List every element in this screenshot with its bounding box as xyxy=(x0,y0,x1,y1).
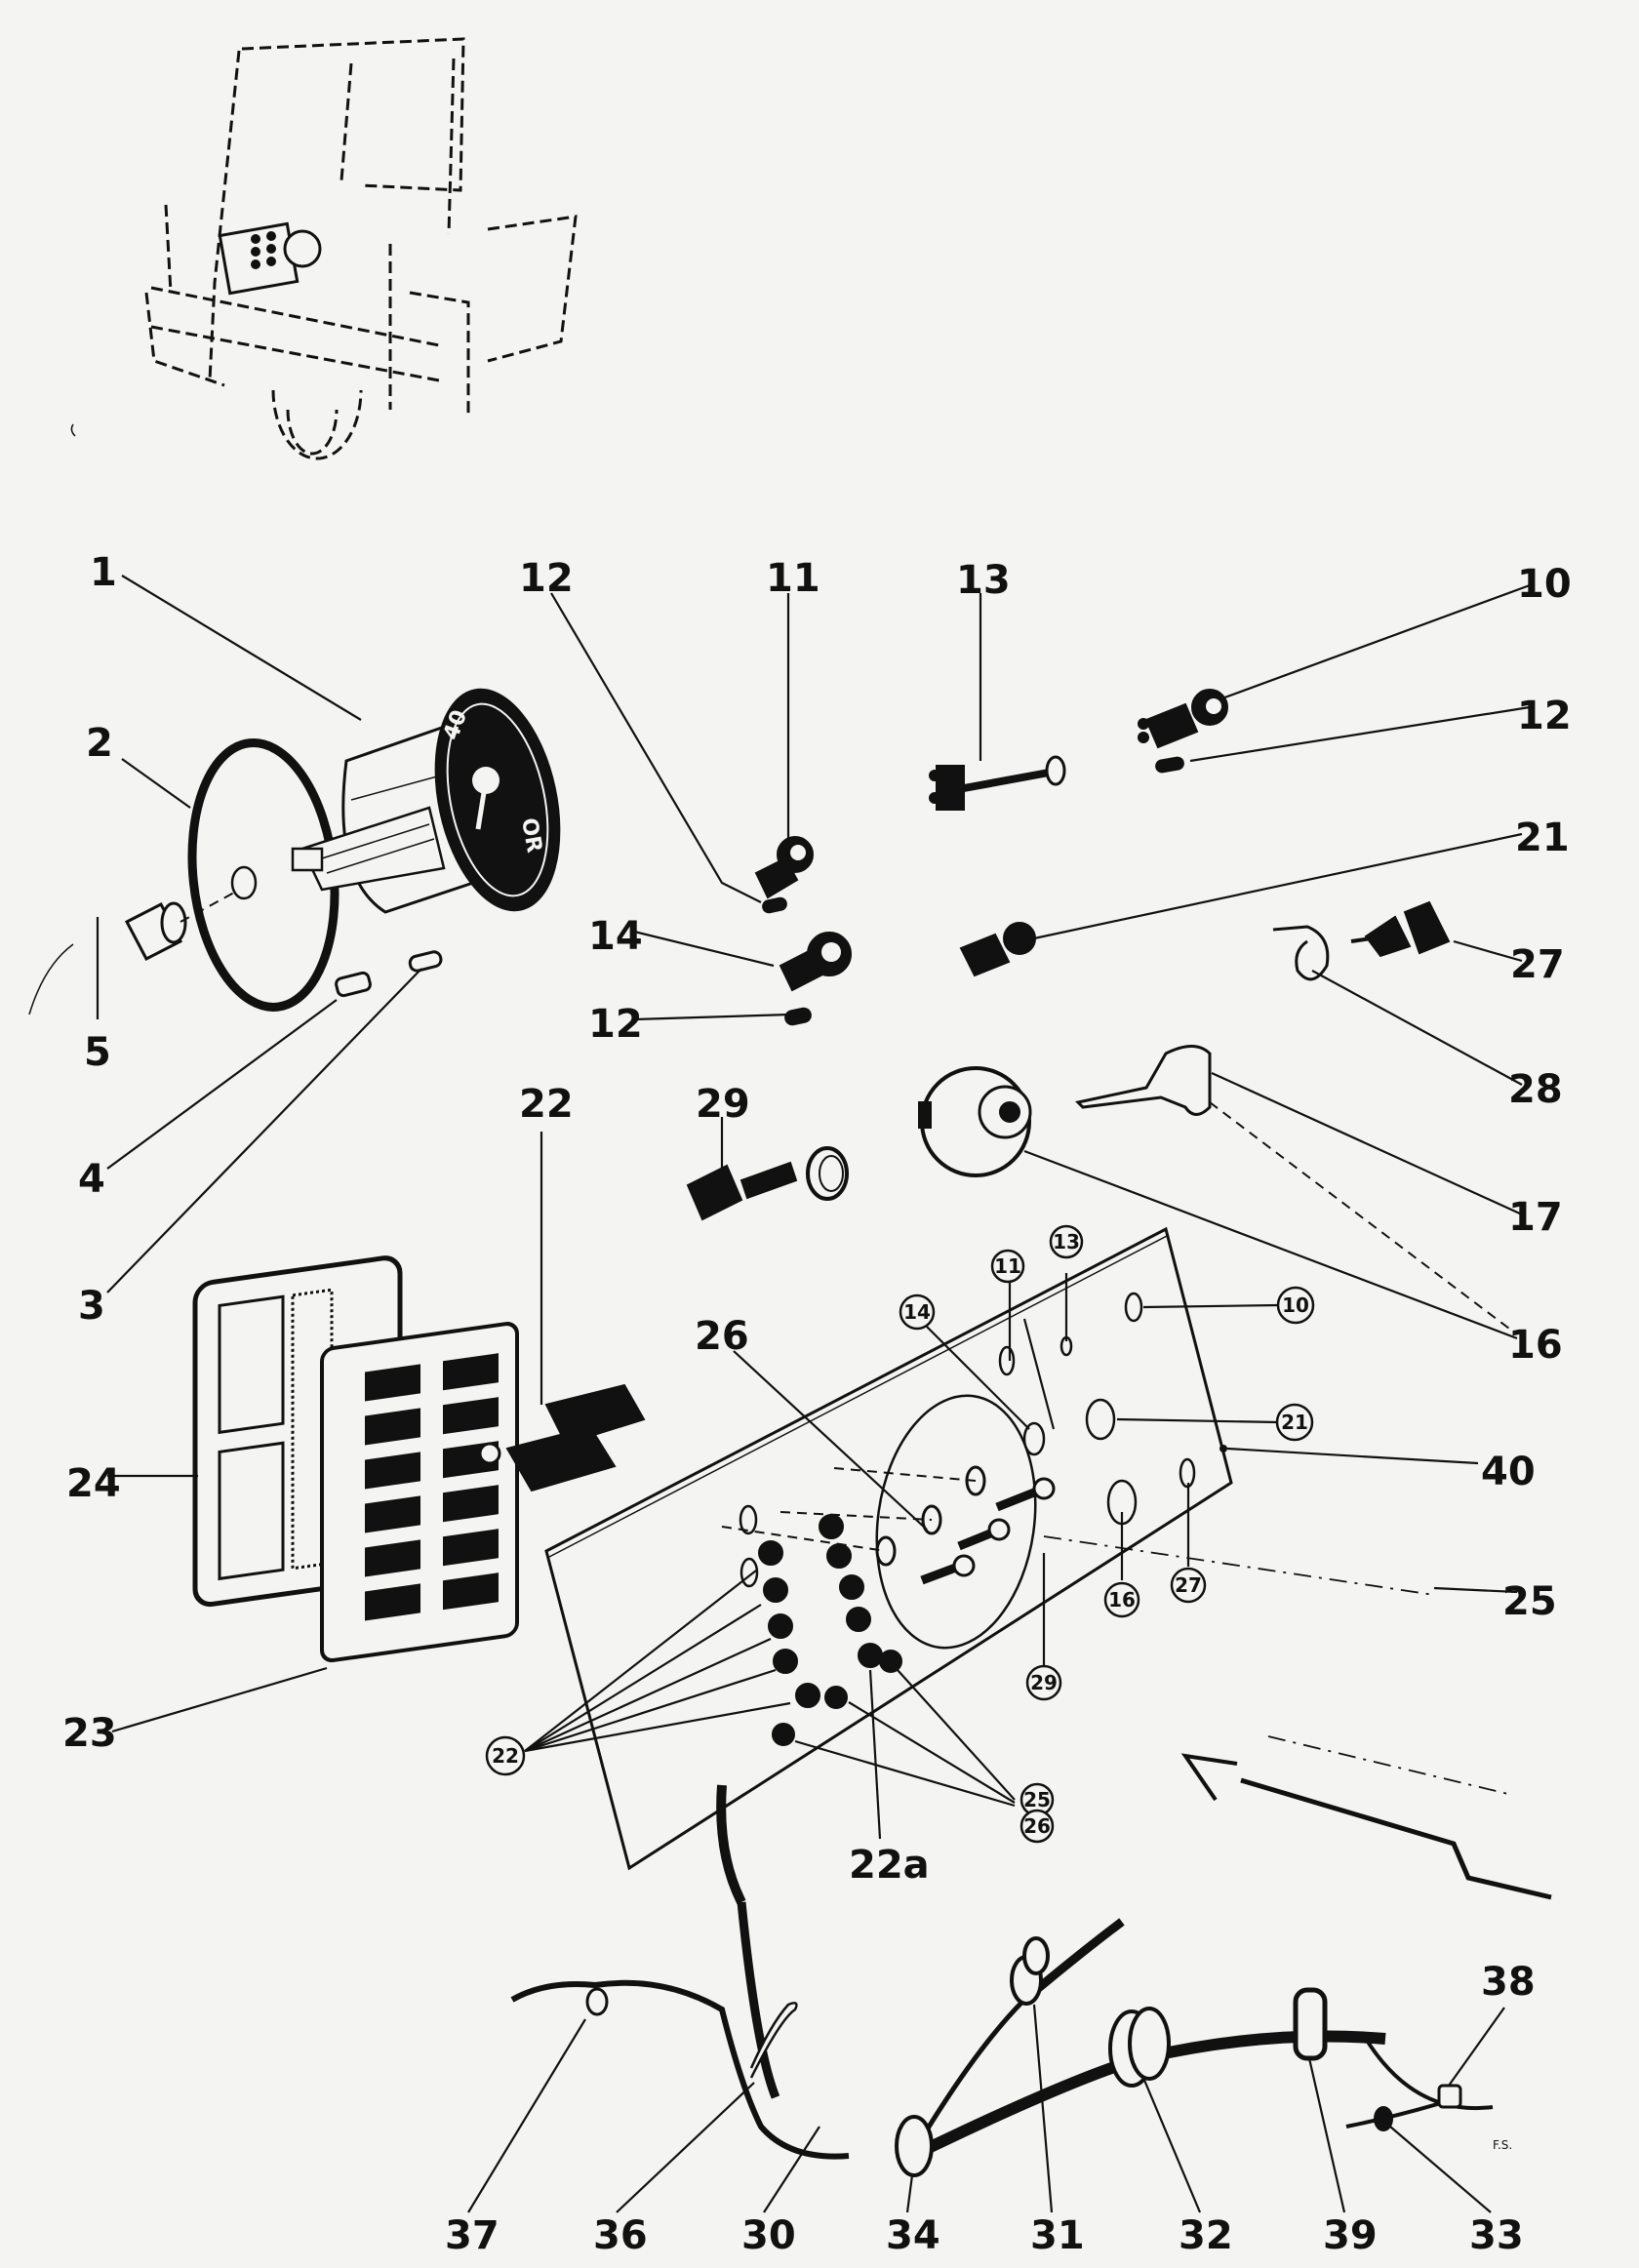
svg-text:22: 22 xyxy=(492,1744,519,1768)
callout-22: 22 xyxy=(519,1082,574,1127)
svg-text:14: 14 xyxy=(903,1300,931,1324)
panel-markers: 11 13 10 14 21 27 16 29 22 25 26 xyxy=(485,1224,1315,1844)
marker-26: 26 xyxy=(1019,1809,1055,1844)
svg-text:10: 10 xyxy=(1282,1293,1309,1317)
marker-16: 16 xyxy=(1103,1581,1140,1618)
marker-14: 14 xyxy=(899,1293,936,1331)
marker-25: 25 xyxy=(1019,1782,1055,1817)
callout-1: 1 xyxy=(90,550,117,595)
dial-marking-or: OR xyxy=(516,816,546,855)
svg-text:21: 21 xyxy=(1281,1411,1308,1434)
grommet-37 xyxy=(585,1987,609,2016)
grommet-33 xyxy=(1374,2106,1393,2131)
callout-14: 14 xyxy=(588,914,643,959)
callout-21: 21 xyxy=(1515,816,1570,860)
pull-switch-29 xyxy=(686,1146,849,1221)
callout-29: 29 xyxy=(696,1082,750,1127)
ignition-switch-16 xyxy=(918,1066,1032,1177)
callout-27: 27 xyxy=(1510,942,1565,987)
grommet-34 xyxy=(895,2115,934,2177)
marker-11: 11 xyxy=(990,1249,1025,1284)
callout-31: 31 xyxy=(1030,2213,1085,2258)
callout-23: 23 xyxy=(62,1711,117,1756)
svg-text:25: 25 xyxy=(1023,1788,1051,1811)
callout-5: 5 xyxy=(84,1030,111,1075)
svg-text:29: 29 xyxy=(1030,1671,1058,1694)
marker-22: 22 xyxy=(485,1735,526,1776)
bulb-12a xyxy=(762,896,787,914)
vehicle-location-sketch xyxy=(70,37,578,460)
harness-main xyxy=(510,1979,850,2160)
callout-12-top: 12 xyxy=(519,556,574,601)
fuse-22 xyxy=(478,1383,646,1492)
callout-3: 3 xyxy=(78,1284,105,1329)
wiring-harness: F.S. xyxy=(510,1901,1512,2177)
speedometer-aperture xyxy=(875,1394,1037,1650)
instrument-panel xyxy=(544,1226,1435,1905)
bulb-holder xyxy=(335,971,372,998)
retaining-clip-28 xyxy=(1272,925,1330,981)
panel-fuses-22 xyxy=(758,1514,902,1746)
callout-26: 26 xyxy=(695,1314,749,1359)
bulb-12c xyxy=(784,1007,812,1026)
bulb xyxy=(408,950,443,973)
sketch-panel-highlight xyxy=(218,221,300,296)
toggle-switch-13 xyxy=(929,755,1066,811)
callout-11: 11 xyxy=(766,556,820,601)
marker-27: 27 xyxy=(1170,1567,1207,1604)
callout-25: 25 xyxy=(1502,1579,1557,1624)
callout-labels: 1 2 5 4 3 12 11 13 10 12 21 14 12 27 28 … xyxy=(62,550,1572,2258)
speedometer-assembly: 40 OR xyxy=(28,688,561,1015)
marker-10: 10 xyxy=(1276,1286,1315,1325)
warning-lamp-10 xyxy=(1138,689,1228,749)
svg-text:16: 16 xyxy=(1108,1588,1136,1611)
ignition-key-17 xyxy=(1074,1045,1212,1116)
callout-13: 13 xyxy=(956,558,1011,603)
callout-28: 28 xyxy=(1508,1067,1563,1112)
svg-text:13: 13 xyxy=(1053,1230,1080,1253)
svg-text:26: 26 xyxy=(1023,1814,1051,1838)
screws-25 xyxy=(920,1477,1056,1585)
marker-13: 13 xyxy=(1049,1224,1084,1259)
switch-21 xyxy=(959,922,1036,977)
bulb-12b xyxy=(1155,756,1184,774)
callout-36: 36 xyxy=(593,2213,648,2258)
callout-10: 10 xyxy=(1517,562,1572,607)
callout-38: 38 xyxy=(1481,1960,1536,2005)
callout-24: 24 xyxy=(66,1461,121,1506)
callout-33: 33 xyxy=(1469,2213,1524,2258)
callout-17: 17 xyxy=(1508,1195,1563,1240)
connector-38 xyxy=(1437,2084,1462,2109)
svg-text:27: 27 xyxy=(1175,1573,1202,1597)
switches-and-lamps xyxy=(686,689,1451,1221)
callout-4: 4 xyxy=(78,1157,105,1202)
artist-signature: F.S. xyxy=(1493,2138,1512,2152)
marker-29: 29 xyxy=(1025,1664,1062,1701)
callout-22a: 22a xyxy=(849,1843,930,1888)
leader-lines xyxy=(96,575,1531,2213)
callout-2: 2 xyxy=(86,721,113,766)
sketch-gauge-icon xyxy=(283,229,322,268)
callout-12-mid: 12 xyxy=(588,1002,643,1047)
callout-37: 37 xyxy=(445,2213,500,2258)
svg-text:11: 11 xyxy=(994,1254,1021,1278)
warning-lamp-14 xyxy=(779,932,852,992)
callout-39: 39 xyxy=(1323,2213,1378,2258)
callout-32: 32 xyxy=(1179,2213,1233,2258)
callout-30: 30 xyxy=(741,2213,796,2258)
callout-40: 40 xyxy=(1481,1450,1536,1494)
callout-34: 34 xyxy=(886,2213,940,2258)
callout-12-right: 12 xyxy=(1517,694,1572,738)
marker-21: 21 xyxy=(1275,1403,1314,1442)
callout-16: 16 xyxy=(1508,1323,1563,1368)
warning-lamp-11 xyxy=(754,836,814,899)
grommet-39 xyxy=(1293,1987,1328,2061)
switch-27 xyxy=(1350,900,1451,958)
direction-arrow xyxy=(1180,1735,1552,1900)
clip-36 xyxy=(749,2002,798,2079)
fuse-box xyxy=(192,1255,646,1663)
